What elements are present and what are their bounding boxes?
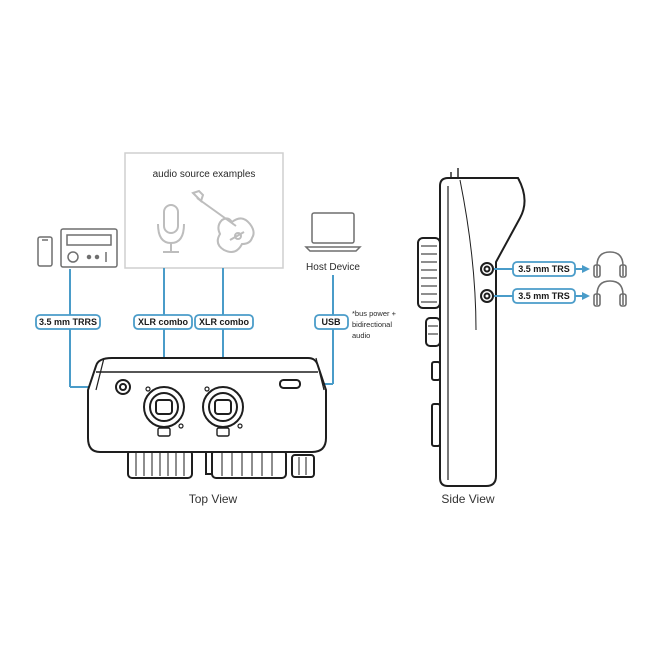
audio-source-box-title: audio source examples [153, 169, 256, 180]
top-view-caption: Top View [189, 492, 238, 506]
trs-jack-1 [480, 262, 494, 276]
host-device-label: Host Device [306, 262, 360, 273]
connector-label-xlr2: XLR combo [194, 314, 254, 330]
trrs-jack [115, 379, 131, 395]
svg-text:3.5 mm TRS: 3.5 mm TRS [518, 264, 570, 274]
interface-side-view [417, 168, 526, 487]
bus-power-note: *bus power + bidirectional audio [352, 309, 398, 340]
xlr-combo-jack-1 [143, 386, 185, 437]
connector-label-trs2: 3.5 mm TRS [512, 288, 576, 304]
headphones-icon [593, 251, 627, 278]
usb-port [279, 379, 301, 389]
side-view-caption: Side View [441, 492, 494, 506]
svg-text:XLR combo: XLR combo [138, 317, 189, 327]
connector-label-xlr1: XLR combo [133, 314, 193, 330]
trs-jack-2 [480, 289, 494, 303]
svg-text:USB: USB [321, 317, 341, 327]
smartphone-icon [37, 236, 53, 267]
connector-label-trrs: 3.5 mm TRRS [35, 314, 101, 330]
knob-small [291, 454, 315, 478]
interface-top-view [87, 357, 327, 479]
knob-left [127, 449, 193, 479]
svg-text:XLR combo: XLR combo [199, 317, 250, 327]
side-knob-small [425, 317, 441, 347]
laptop-icon [304, 212, 362, 252]
headphones-icon [593, 280, 627, 307]
connector-label-usb: USB [314, 314, 349, 330]
audio-source-box [124, 152, 284, 269]
svg-text:3.5 mm TRRS: 3.5 mm TRRS [39, 317, 97, 327]
xlr-combo-jack-2 [202, 386, 244, 437]
radio-icon [60, 228, 118, 268]
microphone-icon [157, 204, 185, 253]
knob-right [211, 449, 287, 479]
guitar-icon [191, 189, 255, 253]
connector-label-trs1: 3.5 mm TRS [512, 261, 576, 277]
svg-text:3.5 mm TRS: 3.5 mm TRS [518, 291, 570, 301]
side-knob-large [417, 237, 441, 309]
